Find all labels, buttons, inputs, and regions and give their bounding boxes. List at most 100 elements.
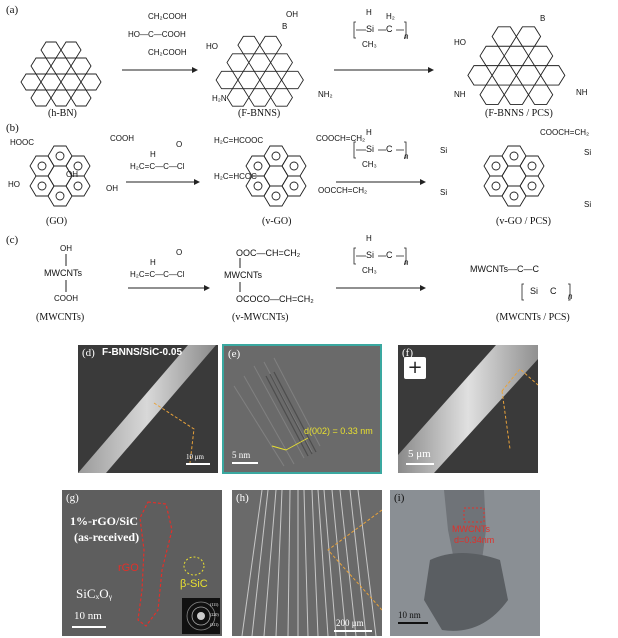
fbnns-pcs-name: (F-BNNS / PCS) [485, 108, 553, 119]
ring-220: (220) [210, 612, 219, 617]
go-hooc: HOOC [10, 138, 34, 147]
scheme-c-label: (c) [6, 234, 19, 246]
mw-start-name: (MWCNTs) [36, 312, 85, 323]
fbnns-pcs-b: B [540, 14, 546, 23]
hbn-structure [20, 41, 102, 107]
citric-line1: CH₂COOH [148, 12, 187, 21]
pcs-b-brackets [353, 141, 407, 159]
vmw-ooc: OOC—CH=CH₂ [236, 248, 301, 258]
go-cooh: COOH [110, 134, 134, 143]
panel-i-annot2: d=0.34nm [454, 535, 495, 545]
panel-d-title: F-BNNS/SiC-0.05 [102, 347, 183, 358]
go-oh2: OH [106, 184, 118, 193]
panel-i-label: (i) [394, 492, 405, 504]
fbnns-structure [215, 35, 304, 107]
ring-111: (111) [210, 602, 219, 607]
vmw-core: MWCNTs [224, 270, 262, 280]
panel-g-scalebar [72, 626, 106, 628]
sem-panel-f: (f) + 5 μm [398, 345, 538, 473]
vmw-bonds [239, 258, 241, 292]
pcs-c-brackets [353, 247, 407, 265]
fbnns-pcs-nh: NH [454, 90, 466, 99]
go-ho: HO [8, 180, 20, 189]
citric-line3: CH₂COOH [148, 48, 187, 57]
arrow-a2 [334, 67, 434, 73]
fbnns-pcs-nh2: NH [576, 88, 588, 97]
panel-e-label: (e) [228, 348, 241, 360]
tem-panel-g: (g) 1%-rGO/SiC (as-received) rGO β-SiC S… [62, 490, 222, 636]
panel-g-title2: (as-received) [74, 530, 140, 544]
ring-311: (311) [210, 622, 219, 627]
pcs-a-ch3: CH₃ [362, 40, 377, 49]
panel-f-label: (f) [402, 347, 413, 359]
mwpcs-si: Si [530, 286, 539, 296]
sem-panel-d: (d) F-BNNS/SiC-0.05 10 μm [78, 345, 218, 473]
panel-f-scalebar [406, 463, 434, 465]
arrow-c1 [128, 285, 210, 291]
pcs-a-brackets [353, 21, 407, 39]
panel-f-scale: 5 μm [408, 448, 431, 460]
pcs-c-ch3: CH₃ [362, 266, 377, 275]
fbnns-h2n: H₂N [212, 94, 227, 103]
vgo-pcs-si3: Si [440, 188, 448, 197]
scheme-a-label: (a) [6, 4, 19, 16]
arrow-b1 [126, 179, 200, 185]
hbn-name: (h-BN) [48, 108, 77, 119]
panel-g-scale: 10 nm [74, 610, 102, 622]
mwpcs-name: (MWCNTs / PCS) [496, 312, 570, 323]
vgo-pcs-structure [483, 145, 545, 207]
acryloyl-c-l2: O [176, 248, 183, 257]
pcs-b-ch3: CH₃ [362, 160, 377, 169]
pcs-a-h: H [366, 8, 372, 17]
fbnns-oh: OH [286, 10, 298, 19]
fbnns-ho: HO [206, 42, 218, 51]
vgo-pcs-ester: COOCH=CH₂ [540, 128, 590, 137]
mw-start-cooh: COOH [54, 294, 78, 303]
panel-d-scalebar [186, 463, 210, 465]
panel-g-label: (g) [66, 492, 79, 504]
panel-g-sico: SiCₓOᵧ [76, 586, 113, 601]
pcs-c-h: H [366, 234, 372, 243]
pcs-b-c: C [386, 144, 393, 154]
acryloyl-b-l2: O [176, 140, 183, 149]
panel-e-scalebar [232, 462, 258, 464]
panel-h-label: (h) [236, 492, 249, 504]
vgo-pcs-si1: Si [440, 146, 448, 155]
panel-g-title1: 1%-rGO/SiC [70, 514, 138, 528]
vgo-ester1: COOCH=CH₂ [316, 134, 366, 143]
vmw-ococ: OCOCO—CH=CH₂ [236, 294, 314, 304]
panel-i-scalebar [398, 622, 428, 624]
vgo-ester3: OOCCH=CH₂ [318, 186, 368, 195]
pcs-a-h2: H₂ [386, 12, 395, 21]
citric-line2: HO—C—COOH [128, 30, 186, 39]
pcs-a-c: C [386, 24, 393, 34]
pcs-a-si: Si [366, 24, 375, 34]
panel-g-bsic: β-SiC [180, 578, 208, 590]
fbnns-pcs-structure [467, 26, 566, 105]
vgo-name: (v-GO) [262, 216, 292, 227]
pcs-b-h: H [366, 128, 372, 137]
panel-g-rgo: rGO [118, 562, 139, 574]
mwpcs-brackets [521, 283, 571, 301]
plus-icon[interactable]: + [404, 357, 426, 379]
go-structure [29, 145, 91, 207]
pcs-c-c: C [386, 250, 393, 260]
acryloyl-b-l3: H₂C=C—C—Cl [130, 162, 185, 171]
fbnns-pcs-ho: HO [454, 38, 466, 47]
tem-panel-e: (e) d(002) = 0.33 nm 5 nm [222, 344, 382, 474]
pcs-c-si: Si [366, 250, 375, 260]
vgo-pcs-si2: Si [584, 148, 592, 157]
mw-start-core: MWCNTs [44, 268, 82, 278]
sem-panel-h: (h) 200 μm [232, 490, 382, 636]
acryloyl-b-l1: H [150, 150, 156, 159]
panel-i-scale: 10 nm [398, 610, 421, 620]
panel-h-scale: 200 μm [336, 618, 364, 628]
fbnns-nh2: NH₂ [318, 90, 333, 99]
go-oh: OH [66, 170, 78, 179]
panel-d-scale: 10 μm [186, 453, 204, 461]
scheme-b-label: (b) [6, 122, 19, 134]
vmw-name: (v-MWCNTs) [232, 312, 289, 323]
vgo-pcs-si4: Si [584, 200, 592, 209]
arrow-a1 [122, 67, 198, 73]
mw-start-bonds [65, 254, 67, 292]
